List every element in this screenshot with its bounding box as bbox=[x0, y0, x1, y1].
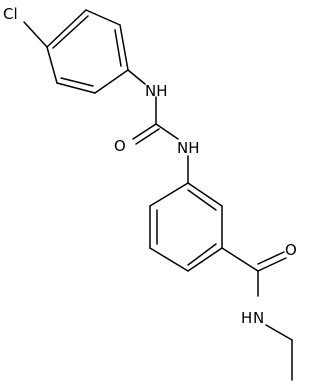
bond bbox=[257, 257, 287, 272]
bond bbox=[114, 29, 122, 67]
atom-label-n-amide: N bbox=[253, 309, 264, 327]
bond bbox=[187, 189, 217, 211]
bond bbox=[149, 182, 189, 207]
atom-label-chlorine: Cl bbox=[3, 5, 18, 23]
bond bbox=[187, 182, 223, 207]
bond bbox=[221, 247, 259, 272]
bond bbox=[94, 69, 129, 94]
bond bbox=[119, 24, 129, 71]
bond bbox=[132, 123, 157, 140]
bond bbox=[135, 128, 160, 145]
bond bbox=[257, 251, 285, 265]
atom-label-nh-upper: NH bbox=[145, 82, 168, 100]
bond bbox=[187, 243, 217, 266]
bond bbox=[149, 247, 189, 272]
atom-labels-layer: Cl NH O NH O H N bbox=[3, 5, 297, 327]
atom-label-oxygen-amide: O bbox=[285, 241, 297, 259]
bond bbox=[52, 15, 89, 49]
bond bbox=[85, 9, 121, 26]
atom-label-nh-lower: NH bbox=[177, 139, 200, 157]
atom-label-h-amide: H bbox=[241, 309, 252, 327]
bond bbox=[265, 324, 293, 341]
atom-label-oxygen-urea: O bbox=[114, 137, 126, 155]
bond bbox=[23, 21, 48, 48]
bond bbox=[187, 247, 223, 272]
bond bbox=[56, 82, 96, 94]
bond bbox=[46, 46, 58, 84]
bond bbox=[46, 9, 87, 48]
bonds-layer bbox=[23, 9, 293, 381]
bond bbox=[60, 77, 94, 87]
bond bbox=[155, 123, 179, 140]
bond bbox=[127, 69, 146, 85]
